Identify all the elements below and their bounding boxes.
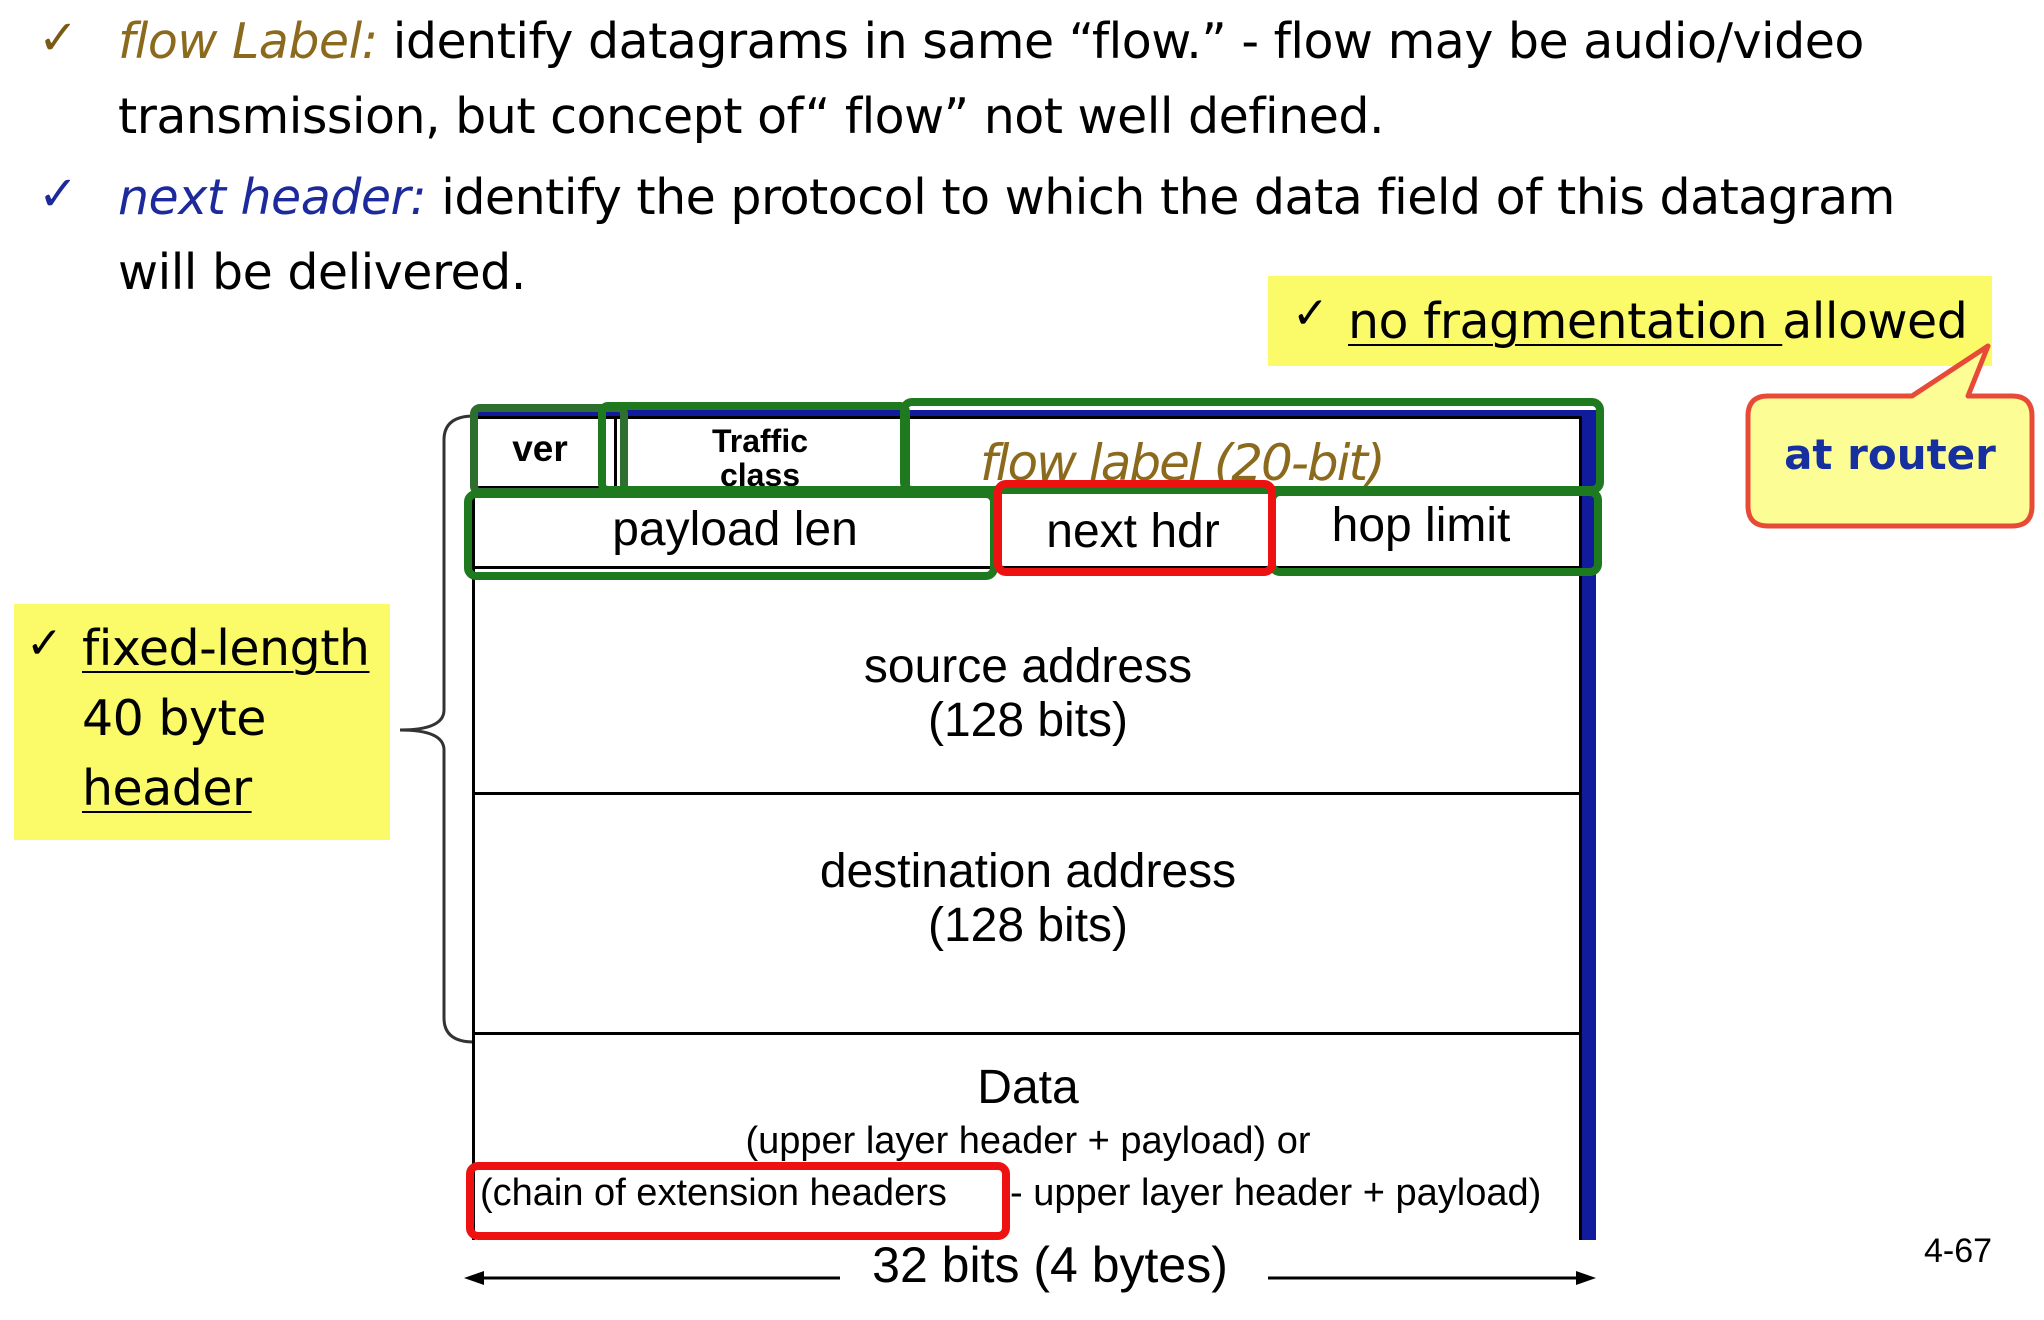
fixed-length-line1: fixed-length [82, 620, 370, 677]
field-ver: ver [512, 428, 568, 469]
field-next-hdr: next hdr [1046, 505, 1220, 558]
check-icon: ✓ [38, 166, 79, 222]
highlight-traffic-class [598, 402, 910, 494]
no-fragmentation-underlined: no fragmentation [1348, 293, 1783, 350]
row-divider [472, 566, 1582, 569]
diagram-frame [472, 416, 1582, 1240]
fixed-length-line2: 40 byte [82, 690, 266, 747]
callout-text: at router [1784, 430, 1996, 479]
flow-label-term: flow Label: [118, 13, 378, 70]
row-divider [472, 792, 1582, 795]
field-data-line2: (upper layer header + payload) or [745, 1120, 1311, 1162]
field-traffic-class-line2: class [719, 458, 801, 486]
note-no-fragmentation: ✓ no fragmentation allowed [1268, 276, 1992, 366]
slide-number: 4-67 [1924, 1232, 1993, 1270]
field-data-title: Data [977, 1061, 1079, 1114]
width-arrow [464, 1271, 1596, 1285]
highlight-payload-len [464, 490, 998, 580]
col-divider [614, 416, 617, 488]
field-data-chain: (chain of extension headers [480, 1172, 947, 1214]
field-data-rest: - upper layer header + payload) [1010, 1172, 1542, 1214]
field-flow-label: flow label (20-bit) [980, 434, 1386, 486]
row-divider [472, 1032, 1582, 1035]
width-label: 32 bits (4 bytes) [872, 1237, 1228, 1293]
fixed-length-line3: header [82, 760, 252, 817]
highlight-hop-limit [1268, 488, 1602, 576]
check-icon: ✓ [1292, 288, 1329, 339]
field-destination-address: destination address (128 bits) [819, 845, 1237, 952]
field-traffic-class-line1: Traffic [711, 423, 809, 459]
note-fixed-length: ✓ fixed-length 40 byte header [14, 604, 390, 840]
highlight-flow-label [900, 398, 1604, 494]
next-header-desc-line1: identify the protocol to which the data … [441, 169, 1895, 226]
field-source-address: source address (128 bits) [863, 640, 1193, 747]
no-fragmentation-rest: allowed [1782, 293, 1968, 350]
flow-label-desc-line1: identify datagrams in same “flow.” - flo… [392, 13, 1865, 70]
check-icon: ✓ [26, 618, 63, 669]
highlight-extension-headers [466, 1162, 1010, 1240]
header-brace [399, 414, 475, 1044]
diagram-top-edge [474, 410, 1596, 418]
callout-bubble [1745, 343, 2035, 529]
field-hop-limit: hop limit [1331, 499, 1511, 552]
field-payload-len: payload len [612, 503, 858, 556]
diagram-right-edge [1582, 412, 1596, 1240]
check-icon: ✓ [38, 10, 79, 66]
next-header-desc-line2: will be delivered. [118, 244, 526, 301]
highlight-next-hdr [994, 480, 1276, 576]
next-header-term: next header: [118, 169, 427, 226]
flow-label-desc-line2: transmission, but concept of“ flow” not … [118, 88, 1385, 145]
